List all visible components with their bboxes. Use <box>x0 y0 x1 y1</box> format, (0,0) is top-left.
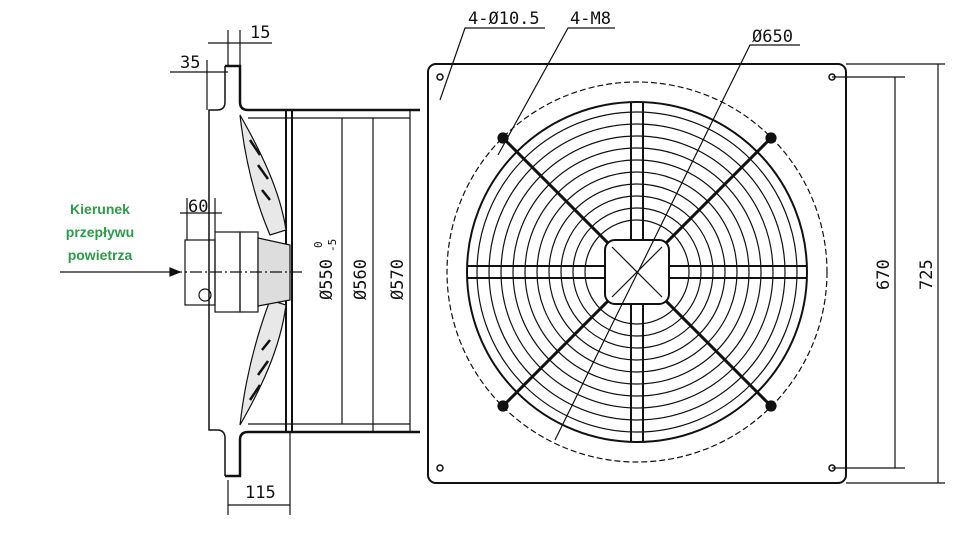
dim-570: Ø570 <box>388 259 408 300</box>
dim-550-tol-upper: 0 <box>312 241 325 248</box>
side-view <box>60 30 420 515</box>
dim-550: Ø550 <box>317 259 337 300</box>
label-line: Kierunek <box>70 201 130 217</box>
airflow-direction-label: Kierunek przepływu powietrza <box>40 198 160 267</box>
dim-550-tol-lower: -5 <box>326 239 339 252</box>
dim-60: 60 <box>188 197 208 217</box>
dim-560: Ø560 <box>351 259 371 300</box>
dim-35: 35 <box>180 53 200 73</box>
dim-holes: 4-Ø10.5 <box>468 9 540 29</box>
dim-725: 725 <box>917 259 937 290</box>
dim-15: 15 <box>250 23 270 43</box>
label-line: przepływu <box>65 224 135 240</box>
label-line: powietrza <box>67 247 133 263</box>
dim-115: 115 <box>245 483 276 503</box>
front-view <box>427 27 945 484</box>
dim-650: Ø650 <box>752 27 793 47</box>
dim-threads: 4-M8 <box>570 9 611 29</box>
dim-670: 670 <box>874 259 894 290</box>
